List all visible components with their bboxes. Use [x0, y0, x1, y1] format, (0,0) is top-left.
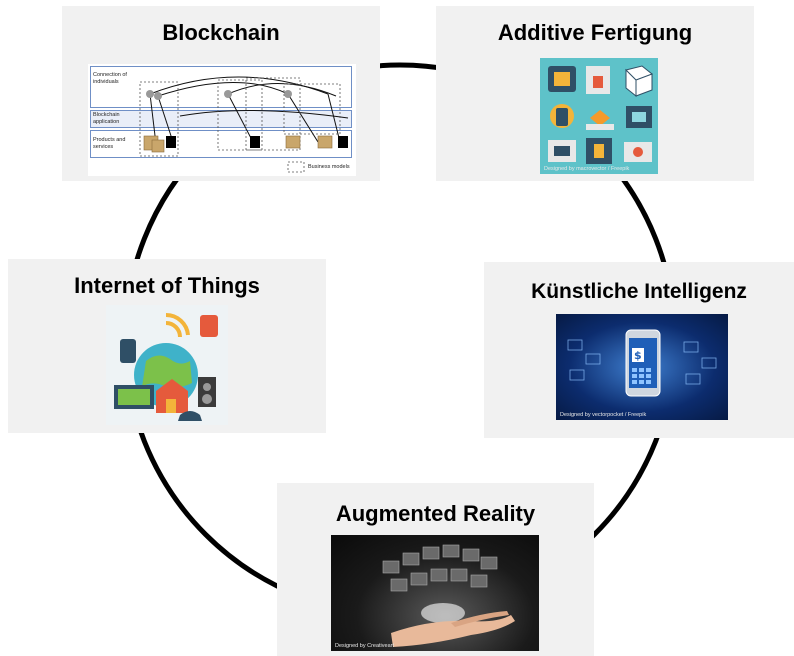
- band-connection: [90, 66, 352, 108]
- blockchain-diagram-image: Connection of individuals Blockchain app…: [88, 64, 356, 176]
- additive-image-credit: Designed by macrovector / Freepik: [544, 166, 630, 172]
- ki-image-credit: Designed by vectorpocket / Freepik: [560, 412, 647, 418]
- label-connection: Connection of individuals: [93, 72, 127, 85]
- card-additive-fertigung: Additive Fertigung: [436, 6, 754, 181]
- card-title-kuenstliche-intelligenz: Künstliche Intelligenz: [531, 280, 747, 303]
- card-blockchain: Blockchain Connection of individuals Blo…: [62, 6, 380, 181]
- card-internet-of-things: Internet of Things: [8, 259, 326, 433]
- card-augmented-reality: Augmented Reality Designed by Creativear…: [277, 483, 594, 656]
- kuenstliche-intelligenz-image: $ Designed by vectorpocket / Freepik: [556, 314, 728, 420]
- card-kuenstliche-intelligenz: Künstliche Intelligenz $ Designed by vec…: [484, 262, 794, 438]
- blockchain-network-graphic: [139, 76, 349, 173]
- band-products: [90, 130, 352, 158]
- card-title-additive-fertigung: Additive Fertigung: [497, 20, 693, 45]
- svg-text:$: $: [634, 349, 642, 362]
- band-application: [90, 110, 352, 128]
- smartphone-hologram-graphic: $: [567, 329, 717, 397]
- augmented-reality-image: Designed by Creativeart: [331, 535, 539, 651]
- additive-fertigung-image: Designed by macrovector / Freepik: [540, 58, 658, 174]
- internet-of-things-image: [106, 305, 228, 425]
- label-products: Products and services: [93, 137, 126, 150]
- card-title-blockchain: Blockchain: [162, 20, 280, 45]
- hand-hologram-graphic: [382, 544, 515, 647]
- iot-devices-graphic: [114, 312, 218, 421]
- label-business-models: Business models: [308, 164, 350, 170]
- ar-image-credit: Designed by Creativeart: [335, 643, 395, 649]
- label-application: Blockchain application: [93, 112, 120, 125]
- 3d-printing-icons-graphic: [548, 65, 653, 164]
- card-title-internet-of-things: Internet of Things: [74, 273, 260, 298]
- card-title-augmented-reality: Augmented Reality: [335, 501, 536, 526]
